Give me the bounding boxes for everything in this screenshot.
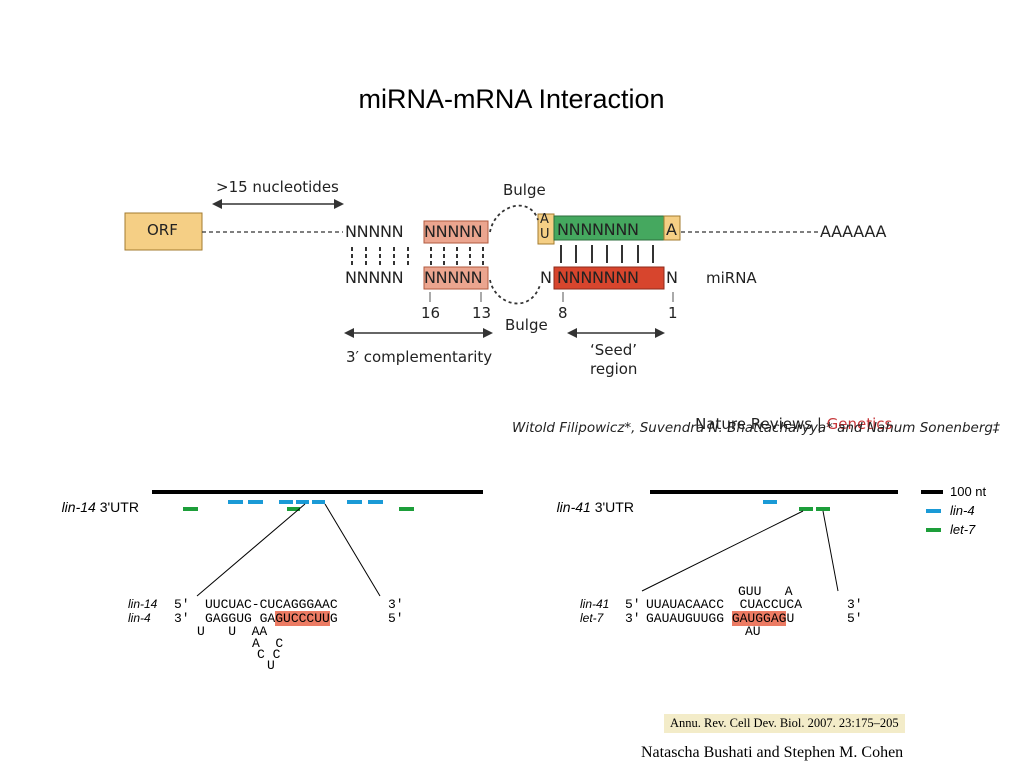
position-16: 16 — [421, 304, 441, 322]
lin14-row2-label: lin-4 — [128, 611, 151, 625]
lin41-row1-tail: 3' — [847, 597, 863, 612]
lin41-row1-seq: UUAUACAACC CUACCUCA — [646, 597, 803, 612]
orf-box — [124, 212, 203, 251]
position-13: 13 — [472, 304, 492, 322]
lin41-bottom-row: AU — [745, 624, 761, 639]
lin14-bulge-row4: U — [267, 658, 275, 673]
lin41-connector-left — [641, 510, 804, 592]
lin41-row2-seq-a: GAUAUGUUGG — [646, 611, 732, 626]
nucleotides-arrow-left-head — [212, 199, 222, 209]
nucleotides-label: >15 nucleotides — [216, 178, 339, 196]
legend-label-100nt: 100 nt — [950, 484, 987, 499]
lin14-utr-label: 3'UTR — [99, 499, 139, 515]
lin14-row1-label: lin-14 — [128, 597, 158, 611]
lin41-utr-label: 3'UTR — [594, 499, 634, 515]
legend-label-lin4: lin-4 — [950, 503, 975, 518]
mrna-seed-text: NNNNNNN — [557, 220, 639, 239]
top-diagram-shapes — [124, 199, 820, 338]
left-dashed-pairing — [351, 247, 484, 265]
lin14-row2-seq-a: GAGGUG GA — [205, 611, 276, 626]
seed-label-line2: region — [590, 360, 638, 378]
orf-label: ORF — [147, 221, 178, 239]
complementarity-arrow-left-head — [344, 328, 354, 338]
polya-label: AAAAAA — [820, 222, 887, 241]
mirna-left-box: NNNNN — [424, 268, 483, 287]
lin14-bulge-row3: C C — [257, 647, 281, 662]
mrna-seed-box — [553, 215, 665, 241]
lin14-seed-highlight: GUCCCUU — [275, 611, 330, 626]
journal-name: Nature Reviews — [695, 415, 813, 433]
lin41-connector-right — [822, 510, 839, 592]
diagram-authors: Witold Filipowicz*, Suvendra N. Bhattach… — [512, 420, 1000, 436]
mrna-a-text: A — [666, 220, 677, 239]
lin14-row2-end: 3' — [174, 611, 190, 626]
au-top: A — [540, 212, 549, 227]
lin41-gene-name: lin-41 — [556, 499, 591, 515]
mirna-salmon-box — [423, 266, 489, 290]
lin41-row1-end: 5' — [625, 597, 641, 612]
complementarity-label: 3′ complementarity — [346, 348, 493, 366]
mrna-left-plain: NNNNN — [345, 222, 404, 241]
seed-arrow-right-head — [655, 328, 665, 338]
lin14-row1-seq: UUCUAC-CUCAGGGAAC — [205, 597, 338, 612]
mrna-left-box: NNNNN — [424, 222, 483, 241]
mirna-n: N — [540, 268, 552, 287]
lin14-row2-seq-b: G — [329, 611, 338, 626]
lin41-top-row: GUU A — [738, 584, 793, 599]
lin14-header: lin-14 3'UTR — [46, 483, 139, 531]
lin14-gene-name: lin-14 — [61, 499, 96, 515]
lin14-row1-tail: 3' — [388, 597, 404, 612]
lin41-header: lin-41 3'UTR — [541, 483, 634, 531]
lin14-row2-tail: 5' — [388, 611, 404, 626]
lin41-row2-tail: 5' — [847, 611, 863, 626]
au-bottom: U — [540, 227, 550, 242]
lin14-row2-seq: GAGGUG GAGUCCCUUG — [205, 611, 338, 626]
lin41-row2-seq: GAUAUGUUGG GAUGGAGU — [646, 611, 794, 626]
journal-separator: | — [812, 415, 827, 433]
bulge-top-label: Bulge — [503, 181, 546, 199]
mrna-salmon-box — [423, 220, 489, 244]
journal-section: Genetics — [826, 415, 893, 433]
mirna-left-plain: NNNNN — [345, 268, 404, 287]
mirna-end-n: N — [666, 268, 678, 287]
seed-arrow-left-head — [567, 328, 577, 338]
complementarity-arrow-right-head — [483, 328, 493, 338]
mirna-seed-text: NNNNNNN — [557, 268, 639, 287]
lin41-row2-seq-b: U — [786, 611, 795, 626]
mirna-seed-box — [553, 266, 665, 290]
legend-label-let7: let-7 — [950, 522, 976, 537]
lin14-bulge-row2: A C — [252, 636, 284, 651]
lin14-bulge-row1: U U AA — [197, 624, 268, 639]
lin14-row1-end: 5' — [174, 597, 190, 612]
lin41-row2-end: 3' — [625, 611, 641, 626]
mrna-a-box — [663, 215, 681, 241]
journal-credit: Nature Reviews | Genetics — [676, 397, 892, 451]
lin41-row1-label: lin-41 — [580, 597, 610, 611]
bulge-bottom-label: Bulge — [505, 316, 548, 334]
lin14-connector-right — [324, 503, 381, 597]
bulge-bottom-arc — [489, 279, 541, 305]
lin41-seed-highlight: GAUGGAG — [731, 611, 787, 626]
bulge-top-arc — [489, 204, 539, 233]
nucleotides-arrow-right-head — [334, 199, 344, 209]
position-1: 1 — [668, 304, 678, 322]
lin14-connector-left — [196, 503, 306, 597]
position-8: 8 — [558, 304, 568, 322]
lin41-row2-label: let-7 — [580, 611, 604, 625]
seed-solid-pairing — [560, 245, 654, 263]
seed-label-line1: ‘Seed’ — [590, 341, 638, 359]
citation-authors: Natascha Bushati and Stephen M. Cohen — [641, 744, 904, 761]
mirna-label: miRNA — [706, 269, 757, 287]
slide-title: miRNA-mRNA Interaction — [358, 84, 665, 114]
citation-box: Annu. Rev. Cell Dev. Biol. 2007. 23:175–… — [664, 714, 905, 733]
